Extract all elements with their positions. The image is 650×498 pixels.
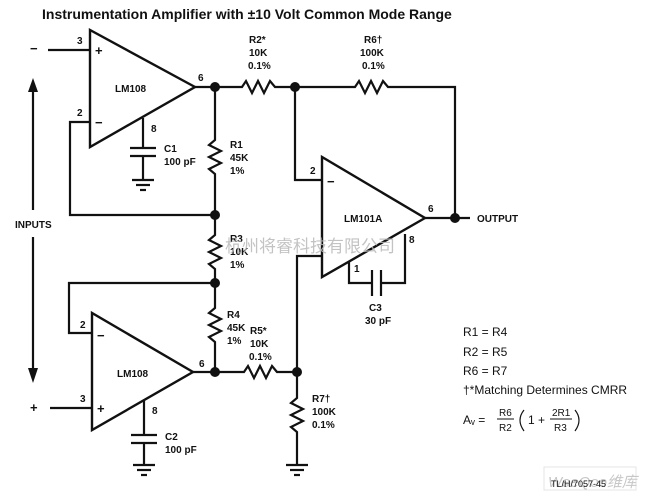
r2-name: R2* [249,35,266,46]
junction-dot [210,278,220,288]
resistor-r7 [286,372,308,477]
r6-value: 100K [360,48,385,59]
opamp-output-lm101a [293,87,470,372]
junction-dot [290,82,300,92]
top-pin8: 8 [151,124,157,135]
arrow-up-icon [28,78,38,92]
note-r6-r7: R6 = R7 [463,364,508,378]
r7-tolerance: 0.1% [312,420,335,431]
ground-icon [132,178,154,192]
r3-tolerance: 1% [230,260,245,271]
resistor-r4 [206,283,224,372]
top-opamp-name: LM108 [115,84,147,95]
bottom-pin2: 2 [80,320,86,331]
r6-name: R6† [364,35,382,46]
c1-value: 100 pF [164,157,196,168]
gain-den: R2 [499,423,512,434]
bottom-opamp-name: LM108 [117,369,149,380]
note-r1-r4: R1 = R4 [463,325,508,339]
top-pin6: 6 [198,73,204,84]
right-paren [574,409,580,432]
c3-value: 30 pF [365,316,391,327]
output-minus-sign: − [327,174,335,189]
capacitor-c1 [130,118,156,192]
ground-icon [133,463,155,477]
gain-one-plus: 1 + [528,413,545,427]
output-pin8: 8 [409,235,415,246]
top-plus-sign: + [95,43,103,58]
left-paren [519,409,525,432]
resistor-r5 [215,363,297,381]
r6-tolerance: 0.1% [362,61,385,72]
c2-value: 100 pF [165,445,197,456]
arrow-down-icon [28,368,38,383]
resistor-r2 [215,78,295,96]
input-minus-terminal: − [30,41,38,56]
inputs-arrow [28,78,38,383]
c1-name: C1 [164,144,177,155]
r3-value: 10K [230,247,249,258]
r1-tolerance: 1% [230,166,245,177]
output-opamp-name: LM101A [344,214,382,225]
opamp-bottom-lm108 [50,281,215,433]
footer-logo: WeeQoo维库 [548,474,640,491]
gain-num: R6 [499,408,512,419]
r1-name: R1 [230,140,243,151]
output-pin6: 6 [428,204,434,215]
footer-logo-box [543,466,637,491]
footer-ref: TL/H/7057-45 [551,479,606,489]
junction-dot [450,213,460,223]
r4-name: R4 [227,310,240,321]
gain-equation: Aᵥ = R6 R2 1 + 2R1 R3 [463,408,580,434]
note-r2-r5: R2 = R5 [463,345,508,359]
gain-inner-den: R3 [554,423,567,434]
junction-dot [210,82,220,92]
output-label: OUTPUT [477,214,518,225]
junction-dot [210,367,220,377]
ground-icon [286,463,308,477]
inputs-label: INPUTS [15,220,52,231]
r3-name: R3 [230,234,243,245]
r4-tolerance: 1% [227,336,242,347]
r1-value: 45K [230,153,249,164]
r5-name: R5* [250,326,267,337]
note-matching: †*Matching Determines CMRR [463,383,627,397]
top-pin3: 3 [77,36,83,47]
r5-value: 10K [250,339,269,350]
r2-tolerance: 0.1% [248,61,271,72]
gain-lhs: Aᵥ = [463,413,485,427]
capacitor-c2 [131,400,157,477]
c3-name: C3 [369,303,382,314]
junction-dot [210,210,220,220]
top-pin2: 2 [77,108,83,119]
bottom-pin6: 6 [199,359,205,370]
resistor-r1 [206,87,224,215]
top-minus-sign: − [95,115,103,130]
bottom-minus-sign: − [97,328,105,343]
resistor-r3 [206,215,224,283]
c2-name: C2 [165,432,178,443]
r7-value: 100K [312,407,337,418]
input-plus-terminal: + [30,400,38,415]
r4-value: 45K [227,323,246,334]
junction-dot [292,367,302,377]
r2-value: 10K [249,48,268,59]
bottom-pin8: 8 [152,406,158,417]
resistor-r6 [295,78,457,218]
output-pin1: 1 [354,264,360,275]
diagram-title: Instrumentation Amplifier with ±10 Volt … [42,6,452,22]
junction-dots [210,82,460,377]
opamp-top-lm108 [48,27,215,217]
output-pin2: 2 [310,166,316,177]
watermark-text: 杭州将睿科技有限公司 [225,237,395,257]
r5-tolerance: 0.1% [249,352,272,363]
gain-inner-num: 2R1 [552,408,571,419]
r7-name: R7† [312,394,330,405]
bottom-pin3: 3 [80,394,86,405]
bottom-plus-sign: + [97,401,105,416]
